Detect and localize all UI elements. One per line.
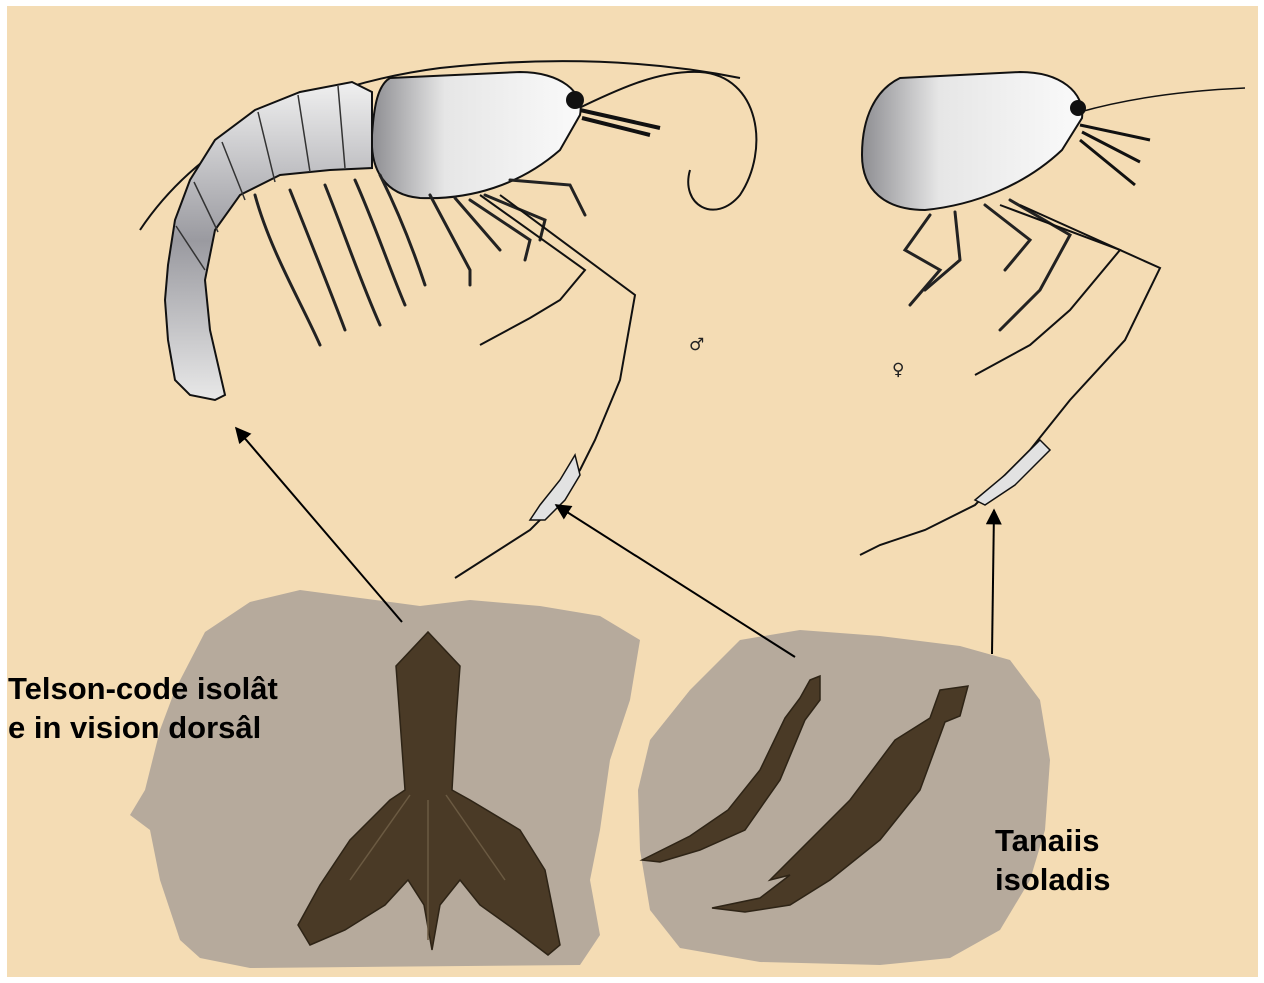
tanaiis-label: Tanaiis isoladis [995,821,1110,899]
matrix-slab-right [638,630,1050,965]
matrix-slab-left [130,590,640,968]
telson-label: Telson-code isolât e in vision dorsâl [8,669,278,747]
tanaiis-label-line1: Tanaiis [995,823,1100,858]
female-symbol-icon: ♀ [892,360,904,380]
telson-label-line2: e in vision dorsâl [8,710,261,745]
tanaiis-label-line2: isoladis [995,862,1110,897]
telson-label-line1: Telson-code isolât [8,671,278,706]
male-symbol-icon: ♂ [689,335,704,355]
